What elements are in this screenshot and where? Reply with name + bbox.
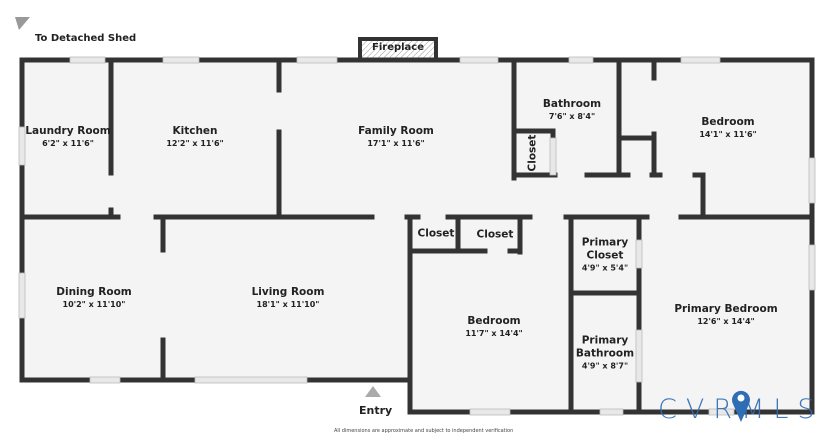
room-dims: 11'7" x 14'4" [465,329,523,338]
shed-label: To Detached Shed [35,33,137,44]
room-bedroom-1: Bedroom 14'1" x 11'6" [699,116,756,140]
fireplace-label: Fireplace [372,42,425,53]
entry-label: Entry [359,404,393,417]
room-name: Bedroom [701,116,755,128]
north-arrow-icon [15,17,30,30]
room-name: Closet [476,228,514,241]
room-name: Primary Bathroom [575,334,635,360]
room-dims: 6'2" x 11'6" [42,139,94,148]
cvrmls-logo: CVRMLS [658,394,824,425]
logo-text: CVRMLS [658,394,824,425]
room-name: Primary Closet [581,236,629,262]
room-dims: 7'6" x 8'4" [548,112,596,121]
room-bathroom: Bathroom 7'6" x 8'4" [543,98,601,122]
room-dims: 14'1" x 11'6" [699,130,757,139]
room-name: Family Room [358,125,434,137]
logo-pin-icon [732,390,750,422]
room-primary-bedroom: Primary Bedroom 12'6" x 14'4" [674,303,777,327]
room-name: Closet [526,134,539,172]
room-dims: 4'9" x 5'4" [581,263,629,273]
room-name: Living Room [251,286,325,298]
room-dining: Dining Room 10'2" x 11'10" [56,286,132,310]
room-living: Living Room 18'1" x 11'10" [252,286,325,310]
room-bath-closet: Closet [527,135,540,172]
room-bedroom-2: Bedroom 11'7" x 14'4" [465,315,522,339]
walls [19,57,815,415]
room-name: Laundry Room [25,125,111,137]
room-name: Closet [417,227,455,240]
room-dims: 12'6" x 14'4" [697,317,755,326]
room-name: Bathroom [542,98,602,110]
room-kitchen: Kitchen 12'2" x 11'6" [166,125,223,149]
entry-arrow-icon [365,386,381,397]
room-dims: 10'2" x 11'10" [62,300,126,309]
room-family: Family Room 17'1" x 11'6" [358,125,434,149]
room-closet-b: Closet [477,229,514,242]
room-dims: 4'9" x 8'7" [581,361,629,371]
room-dims: 12'2" x 11'6" [166,139,224,148]
room-dims: 18'1" x 11'10" [256,300,320,309]
room-name: Dining Room [56,286,132,298]
room-name: Kitchen [172,125,218,137]
windows [18,56,816,416]
room-name: Primary Bedroom [674,303,778,315]
disclaimer: All dimensions are approximate and subje… [334,428,514,434]
room-closet-a: Closet [418,228,455,241]
room-name: Bedroom [467,315,521,327]
room-laundry: Laundry Room 6'2" x 11'6" [25,125,110,149]
room-dims: 17'1" x 11'6" [367,139,425,148]
